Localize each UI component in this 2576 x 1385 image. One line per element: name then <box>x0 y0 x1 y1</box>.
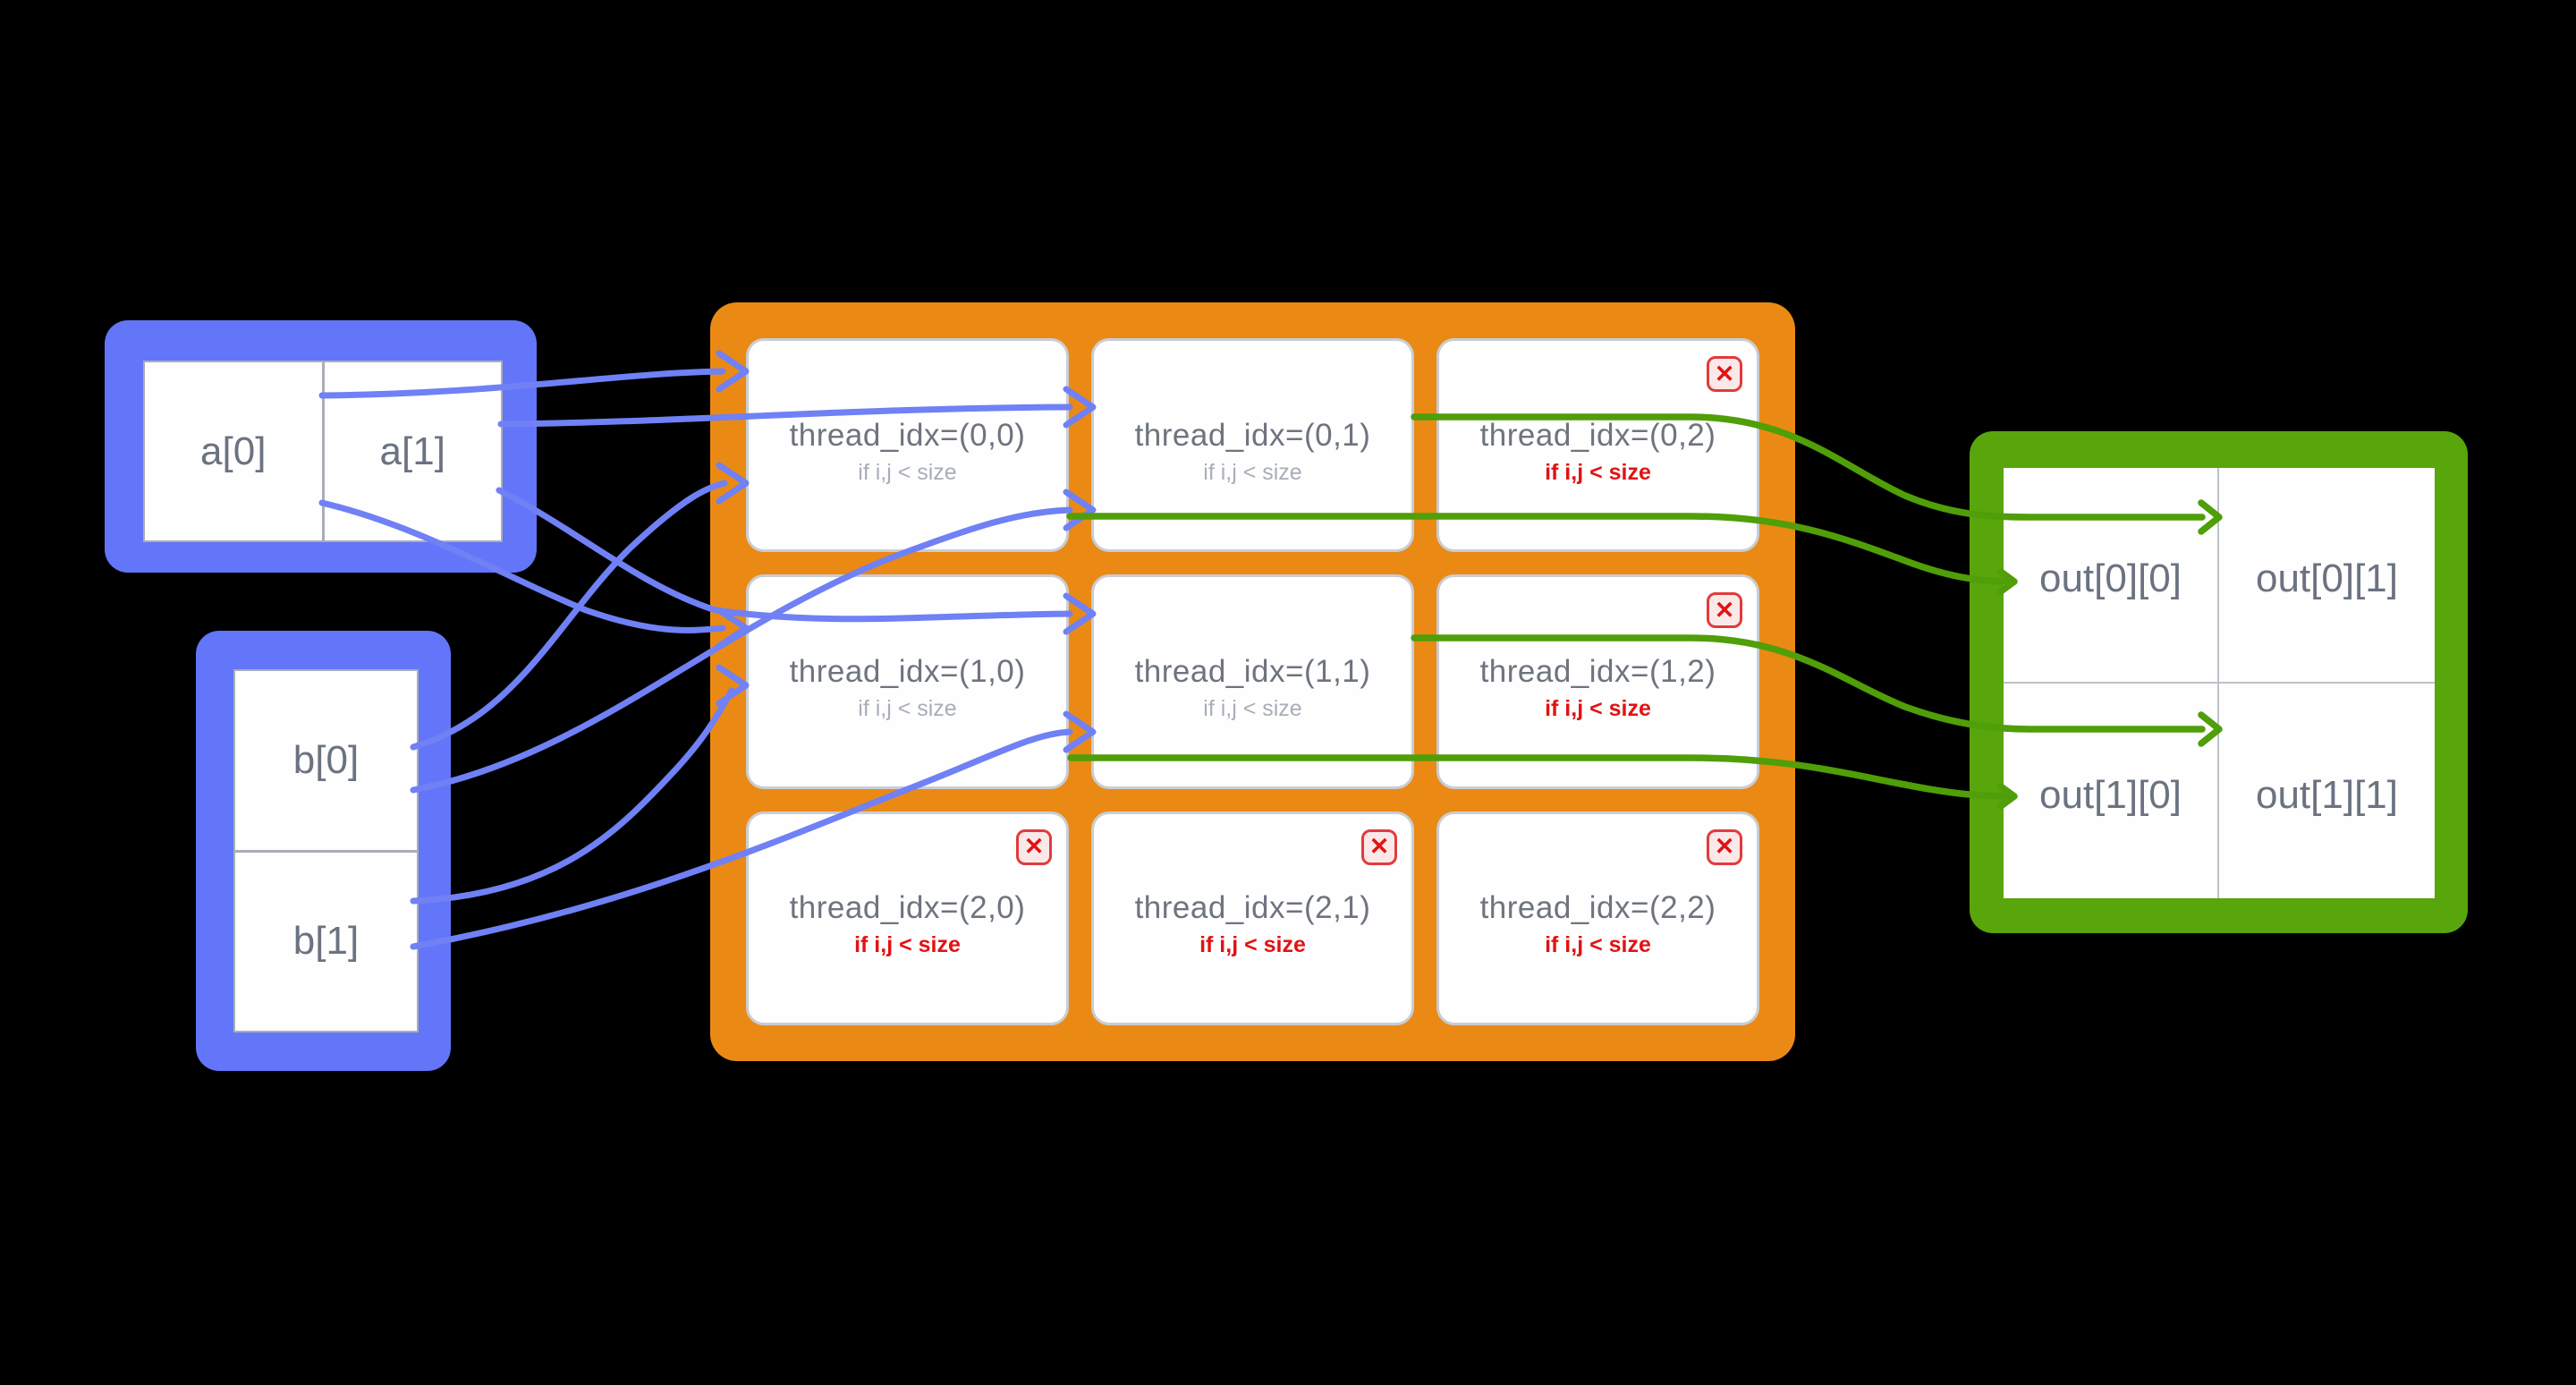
thread-title: thread_idx=(2,0) <box>789 890 1026 926</box>
matrix-a-cell-1: a[1] <box>379 429 445 473</box>
thread-condition: if i,j < size <box>1545 695 1651 721</box>
thread-cell-1-2: ✕ thread_idx=(1,2) if i,j < size <box>1436 574 1759 789</box>
thread-title: thread_idx=(1,0) <box>789 653 1026 689</box>
thread-title: thread_idx=(1,2) <box>1479 653 1716 689</box>
thread-cell-1-0: thread_idx=(1,0) if i,j < size <box>746 574 1069 789</box>
x-icon: ✕ <box>1714 833 1735 861</box>
x-icon: ✕ <box>1714 360 1735 387</box>
thread-title: thread_idx=(0,1) <box>1134 417 1371 453</box>
thread-condition: if i,j < size <box>858 695 957 721</box>
x-icon: ✕ <box>1714 596 1735 624</box>
thread-cell-2-2: ✕ thread_idx=(2,2) if i,j < size <box>1436 811 1759 1025</box>
out-cell-0-1: out[0][1] <box>2219 468 2435 684</box>
thread-condition: if i,j < size <box>1199 932 1306 958</box>
thread-title: thread_idx=(0,0) <box>789 417 1026 453</box>
out-of-bounds-badge: ✕ <box>1361 828 1397 865</box>
out-of-bounds-badge: ✕ <box>1707 828 1742 865</box>
thread-cell-2-1: ✕ thread_idx=(2,1) if i,j < size <box>1091 811 1414 1025</box>
out-of-bounds-badge: ✕ <box>1707 356 1742 392</box>
thread-condition: if i,j < size <box>1545 932 1651 958</box>
matrix-b-cell-1: b[1] <box>292 919 360 964</box>
matrix-a-inner: a[0] a[1] <box>143 361 503 542</box>
wire-b-1-thread-1-0 <box>410 664 750 905</box>
matrix-b-cell-0: b[0] <box>235 671 417 853</box>
x-icon: ✕ <box>1023 833 1045 861</box>
out-cell-1-1: out[1][1] <box>2255 772 2398 817</box>
thread-cell-2-0: ✕ thread_idx=(2,0) if i,j < size <box>746 811 1069 1025</box>
thread-condition: if i,j < size <box>1545 459 1651 485</box>
thread-cell-0-1: thread_idx=(0,1) if i,j < size <box>1091 338 1414 553</box>
thread-title: thread_idx=(1,1) <box>1134 653 1371 689</box>
thread-condition: if i,j < size <box>1203 695 1302 721</box>
thread-title: thread_idx=(2,2) <box>1479 890 1716 926</box>
matrix-out: out[0][0] out[0][1] out[1][0] out[1][1] <box>1970 431 2468 933</box>
out-of-bounds-badge: ✕ <box>1016 828 1052 865</box>
matrix-b: b[0] b[1] <box>196 631 451 1071</box>
out-cell-1-0: out[1][0] <box>2004 683 2219 898</box>
matrix-a: a[0] a[1] <box>105 320 537 573</box>
x-icon: ✕ <box>1368 833 1390 861</box>
out-of-bounds-badge: ✕ <box>1707 592 1742 629</box>
out-cell-0-0: out[0][0] <box>2004 468 2219 684</box>
thread-title: thread_idx=(0,2) <box>1479 417 1716 453</box>
matrix-a-cell-0: a[0] <box>145 362 325 540</box>
thread-grid: thread_idx=(0,0) if i,j < size thread_id… <box>710 302 1795 1061</box>
thread-title: thread_idx=(2,1) <box>1134 890 1371 926</box>
thread-condition: if i,j < size <box>858 459 957 485</box>
thread-cell-1-1: thread_idx=(1,1) if i,j < size <box>1091 574 1414 789</box>
thread-cell-0-0: thread_idx=(0,0) if i,j < size <box>746 338 1069 553</box>
thread-cell-0-2: ✕ thread_idx=(0,2) if i,j < size <box>1436 338 1759 553</box>
thread-condition: if i,j < size <box>1203 459 1302 485</box>
matrix-b-inner: b[0] b[1] <box>233 669 419 1032</box>
thread-condition: if i,j < size <box>854 932 961 958</box>
matrix-out-inner: out[0][0] out[0][1] out[1][0] out[1][1] <box>2004 468 2435 898</box>
